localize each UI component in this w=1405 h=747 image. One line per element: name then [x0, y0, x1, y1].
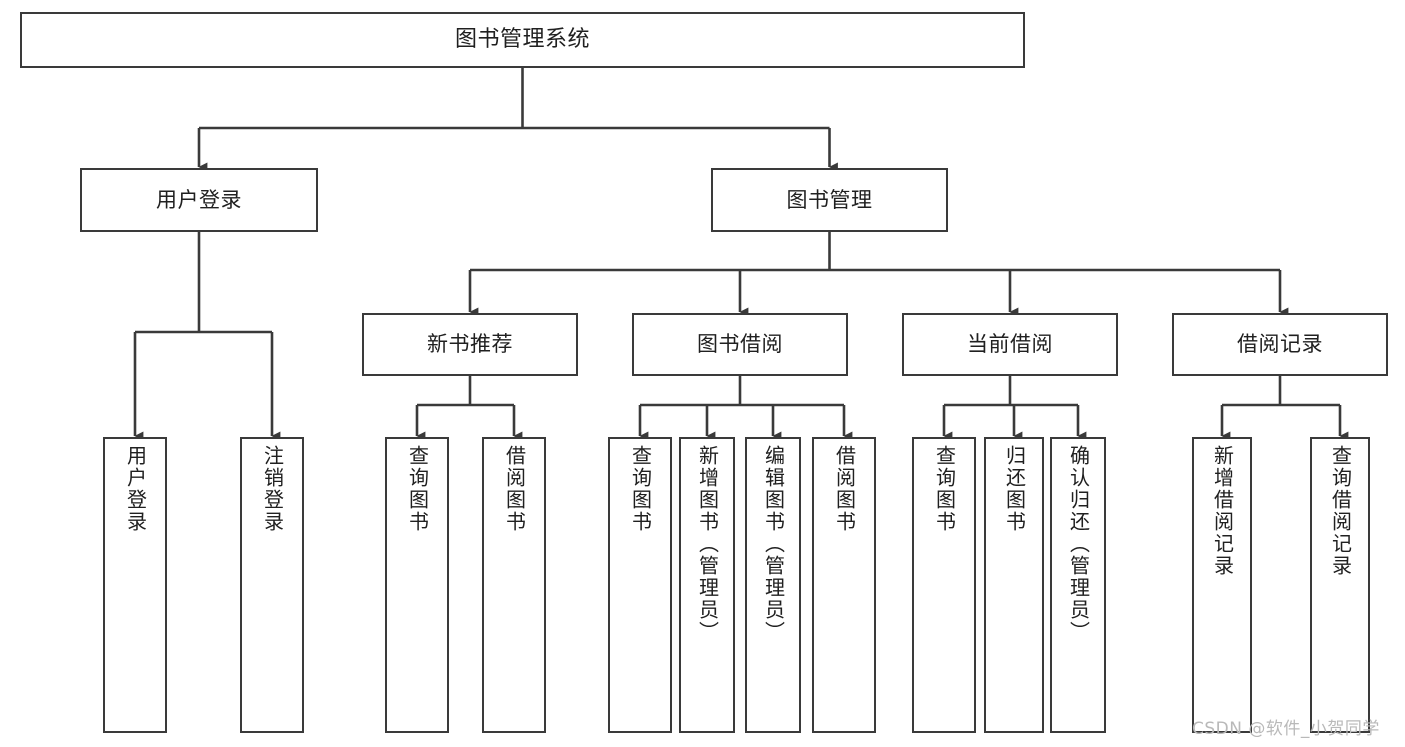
- node-label-leaf-query-record: 查询借阅记录: [1328, 445, 1353, 577]
- node-leaf-borrow-book-2[interactable]: 借阅图书: [812, 437, 876, 733]
- node-borrow-record[interactable]: 借阅记录: [1172, 313, 1388, 376]
- node-label-borrow-record: 借阅记录: [1237, 332, 1323, 357]
- node-label-leaf-return-book: 归还图书: [1002, 445, 1027, 533]
- node-label-leaf-user-logout: 注销登录: [260, 445, 285, 533]
- node-label-current-borrow: 当前借阅: [967, 332, 1053, 357]
- node-label-leaf-add-record: 新增借阅记录: [1210, 445, 1235, 577]
- node-leaf-query-book-1[interactable]: 查询图书: [385, 437, 449, 733]
- node-label-leaf-borrow-book-1: 借阅图书: [502, 445, 527, 533]
- node-current-borrow[interactable]: 当前借阅: [902, 313, 1118, 376]
- node-label-leaf-user-login: 用户登录: [123, 445, 148, 533]
- connector-lines: [133, 68, 1349, 441]
- node-leaf-user-login[interactable]: 用户登录: [103, 437, 167, 733]
- node-leaf-return-book[interactable]: 归还图书: [984, 437, 1044, 733]
- node-label-user-login: 用户登录: [156, 187, 242, 212]
- node-user-login[interactable]: 用户登录: [80, 168, 318, 232]
- node-label-root: 图书管理系统: [454, 27, 590, 53]
- node-label-book-manage: 图书管理: [786, 187, 873, 212]
- node-leaf-query-record[interactable]: 查询借阅记录: [1310, 437, 1370, 733]
- node-leaf-query-book-2[interactable]: 查询图书: [608, 437, 672, 733]
- node-leaf-confirm-ret[interactable]: 确认归还（管理员）: [1050, 437, 1106, 733]
- node-label-leaf-confirm-ret: 确认归还（管理员）: [1066, 445, 1091, 643]
- node-leaf-borrow-book-1[interactable]: 借阅图书: [482, 437, 546, 733]
- node-root[interactable]: 图书管理系统: [20, 12, 1025, 68]
- node-label-leaf-add-book: 新增图书（管理员）: [695, 445, 720, 643]
- node-label-leaf-query-book-2: 查询图书: [628, 445, 653, 533]
- node-new-book-rec[interactable]: 新书推荐: [362, 313, 578, 376]
- node-label-leaf-query-book-1: 查询图书: [405, 445, 430, 533]
- node-label-leaf-query-book-3: 查询图书: [932, 445, 957, 533]
- node-leaf-add-book[interactable]: 新增图书（管理员）: [679, 437, 735, 733]
- node-book-borrow[interactable]: 图书借阅: [632, 313, 848, 376]
- node-label-leaf-edit-book: 编辑图书（管理员）: [761, 445, 786, 643]
- node-label-leaf-borrow-book-2: 借阅图书: [832, 445, 857, 533]
- node-book-manage[interactable]: 图书管理: [711, 168, 948, 232]
- node-label-book-borrow: 图书借阅: [697, 332, 783, 357]
- node-leaf-add-record[interactable]: 新增借阅记录: [1192, 437, 1252, 733]
- node-leaf-user-logout[interactable]: 注销登录: [240, 437, 304, 733]
- node-label-new-book-rec: 新书推荐: [427, 332, 513, 357]
- node-leaf-query-book-3[interactable]: 查询图书: [912, 437, 976, 733]
- node-leaf-edit-book[interactable]: 编辑图书（管理员）: [745, 437, 801, 733]
